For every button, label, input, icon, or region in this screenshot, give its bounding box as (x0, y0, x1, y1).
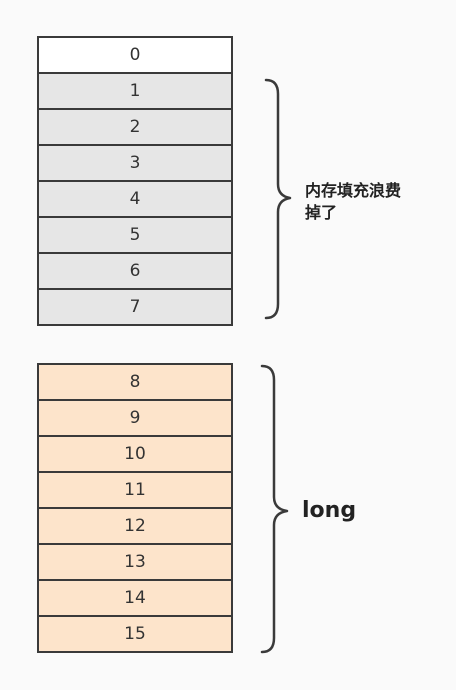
brace-bottom (260, 364, 289, 654)
memory-cell-15: 15 (39, 617, 231, 651)
memory-block-bottom: 8 9 10 11 12 13 14 15 (37, 363, 233, 653)
memory-cell-3: 3 (39, 146, 231, 180)
memory-cell-12: 12 (39, 509, 231, 543)
memory-cell-4: 4 (39, 182, 231, 216)
padding-waste-label: 内存填充浪费掉了 (305, 181, 402, 222)
memory-cell-6: 6 (39, 254, 231, 288)
memory-block-top: 0 1 2 3 4 5 6 7 (37, 36, 233, 326)
memory-cell-0: 0 (39, 38, 231, 72)
memory-cell-9: 9 (39, 401, 231, 435)
memory-cell-5: 5 (39, 218, 231, 252)
memory-cell-14: 14 (39, 581, 231, 615)
memory-cell-1: 1 (39, 74, 231, 108)
memory-cell-7: 7 (39, 290, 231, 324)
memory-cell-10: 10 (39, 437, 231, 471)
brace-top (264, 78, 292, 320)
memory-cell-2: 2 (39, 110, 231, 144)
long-type-label: long (302, 498, 357, 523)
memory-cell-8: 8 (39, 365, 231, 399)
memory-cell-13: 13 (39, 545, 231, 579)
memory-cell-11: 11 (39, 473, 231, 507)
